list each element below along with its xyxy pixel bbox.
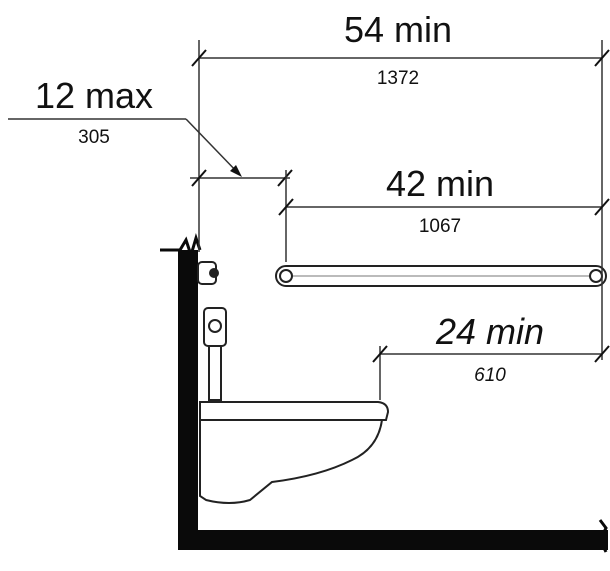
floor-face [178,530,608,550]
dimension-12-max: 12 max 305 [8,75,293,187]
toilet-seat [199,401,390,421]
paper-holder [197,261,219,285]
dimension-54-metric: 1372 [377,68,419,89]
dimension-24-label: 24 min [435,311,544,352]
flush-valve [203,307,227,401]
grab-bar [275,265,607,287]
dimension-12-label: 12 max [35,75,153,116]
toilet [199,401,390,504]
floor [178,519,608,553]
dimension-42-metric: 1067 [419,216,461,237]
toilet-bowl [199,419,384,504]
side-wall [160,232,202,550]
dimension-12-metric: 305 [78,127,110,148]
dimension-24-min: 24 min 610 [372,311,610,400]
dimension-42-label: 42 min [386,163,494,204]
dimension-24-metric: 610 [474,365,506,386]
dimension-54-label: 54 min [344,9,452,50]
side-wall-face [178,250,198,550]
wall-break-mark [160,232,202,261]
floor-break-mark [598,519,608,553]
dimension-42-min: 42 min 1067 [278,163,610,262]
dimension-54-min: 54 min 1372 [191,9,610,360]
